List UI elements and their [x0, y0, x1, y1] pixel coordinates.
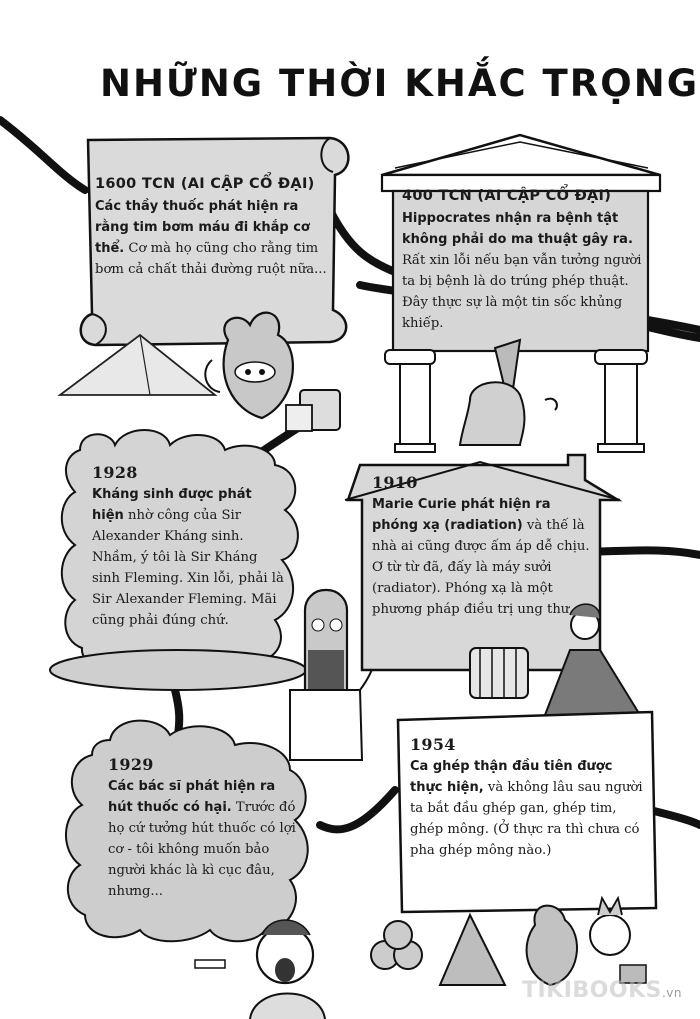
- event-card-1929: 1929 Các bác sĩ phát hiện ra hút thuốc c…: [108, 754, 298, 902]
- event-card-1954: 1954 Ca ghép thận đầu tiên được thực hiệ…: [410, 734, 646, 861]
- event-text: và thế là nhà ai cũng được ấm áp dễ chịu…: [372, 518, 590, 617]
- event-text: và không lâu sau người ta bắt đầu ghép g…: [410, 780, 643, 858]
- house-panel: [344, 453, 623, 672]
- marie-curie-drawing: [543, 603, 642, 716]
- event-highlight: Hippocrates nhận ra bệnh tật không phải …: [402, 211, 633, 247]
- watermark: TIKIBOOKS.vn: [522, 978, 682, 1003]
- event-highlight: Các bác sĩ phát hiện ra hút thuốc có hại…: [108, 779, 276, 815]
- event-text: Rất xin lỗi nếu bạn vẫn tưởng người ta b…: [402, 253, 642, 331]
- watermark-suffix: .vn: [661, 986, 682, 1000]
- event-header: 1929: [108, 755, 154, 774]
- wizard-drawing: [458, 338, 558, 446]
- event-header: 1954: [410, 735, 456, 754]
- event-header: 1928: [92, 463, 138, 482]
- event-text: nhờ công của Sir Alexander Kháng sinh. N…: [92, 508, 284, 628]
- organ-characters-drawing: [370, 895, 647, 987]
- watermark-text: TIKIBOOKS: [521, 978, 662, 1003]
- event-header: 1600 TCN (AI CẬP CỔ ĐẠI): [95, 176, 315, 192]
- cloud-panel: [49, 429, 307, 691]
- temple-panel: [380, 133, 662, 453]
- event-highlight: Các thầy thuốc phát hiện ra rằng tim bơm…: [95, 199, 310, 256]
- event-card-1928: 1928 Kháng sinh được phát hiện nhờ công …: [92, 462, 284, 631]
- event-highlight: Ca ghép thận đầu tiên được thực hiện,: [410, 759, 613, 795]
- smoking-man-drawing: [194, 919, 326, 1019]
- event-text: Cơ mà họ cũng cho rằng tim bơm cả chất t…: [95, 241, 327, 277]
- radiator-drawing: [469, 647, 529, 699]
- event-header: 400 TCN (AI CẬP CỔ ĐẠI): [402, 188, 612, 204]
- event-card-1910: 1910 Marie Curie phát hiện ra phóng xạ (…: [372, 472, 598, 620]
- event-highlight: Marie Curie phát hiện ra phóng xạ (radia…: [372, 497, 551, 533]
- event-card-1600bc: 1600 TCN (AI CẬP CỔ ĐẠI) Các thầy thuốc …: [95, 174, 327, 280]
- plain-panel: [396, 710, 658, 914]
- smoke-cloud-panel: [65, 719, 309, 943]
- pill-doctor-drawing: [289, 588, 377, 761]
- page-title: NHỮNG THỜI KHẮC TRỌNG: [100, 62, 700, 105]
- event-highlight: Kháng sinh được phát hiện: [92, 487, 252, 523]
- pyramid-drawing: [57, 333, 218, 396]
- scroll-panel: [79, 136, 350, 347]
- event-text: Trước đó họ cứ tưởng hút thuốc có lợi cơ…: [108, 800, 296, 899]
- event-header: 1910: [372, 473, 418, 492]
- heart-character-drawing: [204, 311, 341, 432]
- event-card-400bc: 400 TCN (AI CẬP CỔ ĐẠI) Hippocrates nhận…: [402, 186, 642, 334]
